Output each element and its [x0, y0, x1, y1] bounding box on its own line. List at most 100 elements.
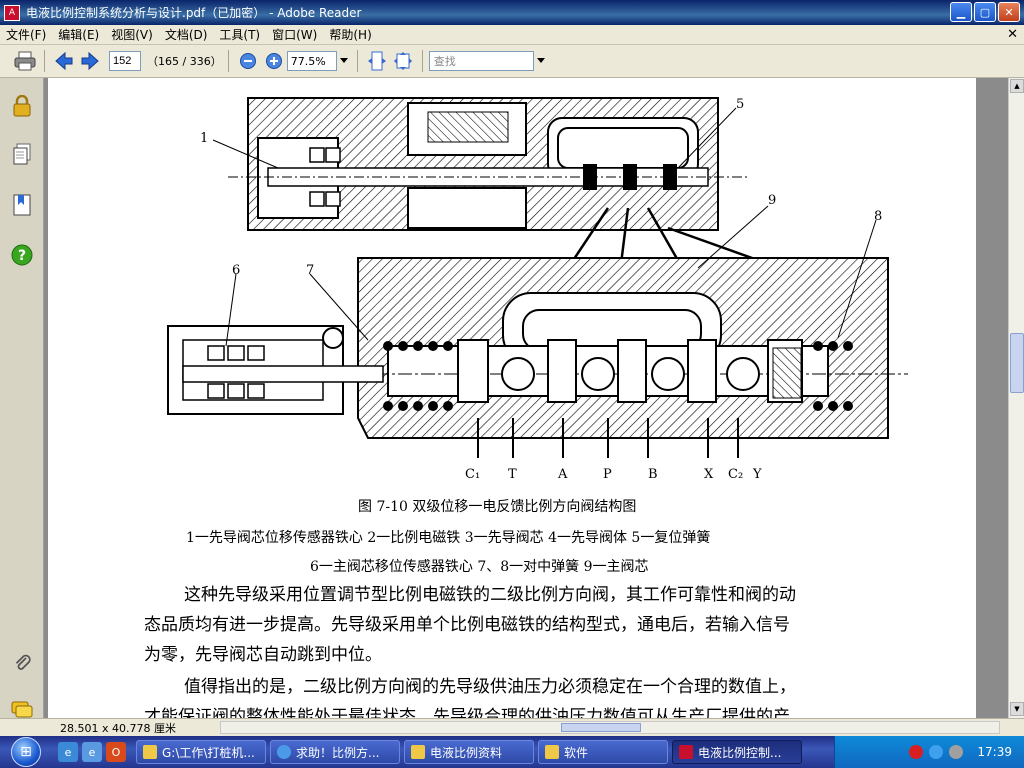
horizontal-scrollbar[interactable]: [220, 721, 1000, 734]
svg-text:?: ?: [18, 248, 26, 264]
bookmarks-panel-icon[interactable]: [10, 193, 34, 217]
task-folder-materials[interactable]: 电液比例资料: [404, 740, 534, 764]
figure-label-5: 5: [736, 97, 744, 112]
next-page-icon[interactable]: [77, 49, 103, 73]
figure-caption-title: 图 7-10 双级位移一电反馈比例方向阀结构图: [358, 499, 637, 515]
menu-view[interactable]: 视图(V): [111, 28, 153, 42]
network-tray-icon[interactable]: [929, 745, 944, 759]
figure-label-8: 8: [874, 209, 882, 224]
search-placeholder: 查找: [433, 55, 456, 68]
close-document-button[interactable]: ✕: [1007, 27, 1018, 42]
menu-file[interactable]: 文件(F): [6, 28, 47, 42]
figure-label-6: 6: [232, 263, 240, 278]
quick-launch: e e O: [58, 742, 126, 762]
zoom-value: 77.5%: [290, 54, 326, 68]
ie-quicklaunch-icon[interactable]: e: [82, 742, 102, 762]
page-number-input[interactable]: [109, 51, 141, 71]
adobe-reader-icon: A: [4, 4, 20, 21]
zoom-select[interactable]: 77.5%: [286, 51, 337, 71]
paragraph-1-line-3: 为零，先导阀芯自动跳到中位。: [144, 645, 382, 665]
opera-quicklaunch-icon[interactable]: O: [106, 742, 126, 762]
antivirus-tray-icon[interactable]: [909, 745, 924, 759]
volume-tray-icon[interactable]: [949, 745, 964, 759]
figure-label-1: 1: [200, 131, 208, 146]
page-size-readout: 28.501 x 40.778 厘米: [60, 721, 176, 735]
paragraph-2-line-2: 才能保证阀的整体性能处于最佳状态。先导级合理的供油压力数值可从生产厂提供的产: [144, 707, 790, 718]
window-title: 电液比例控制系统分析与设计.pdf（已加密） - Adobe Reader: [26, 6, 362, 20]
adobe-reader-icon: [679, 745, 693, 759]
paragraph-2-line-1: 值得指出的是，二级比例方向阀的先导级供油压力必须稳定在一个合理的数值上，: [184, 677, 796, 697]
task-label: G:\工作\打桩机...: [162, 745, 255, 760]
port-label-b: B: [648, 467, 658, 482]
toolbar: （165 / 336） 77.5% 查找: [0, 45, 1024, 78]
previous-page-icon[interactable]: [51, 49, 77, 73]
browser-icon: [277, 745, 291, 759]
task-folder-software[interactable]: 软件: [538, 740, 668, 764]
task-list: G:\工作\打桩机... 求助！比例方... 电液比例资料 软件 电液比例控制.…: [136, 740, 802, 764]
clock: 17:39: [977, 745, 1012, 759]
fit-width-icon[interactable]: [364, 49, 390, 73]
attachments-icon[interactable]: [10, 650, 34, 674]
navigation-pane: ?: [0, 78, 44, 718]
help-icon[interactable]: ?: [10, 243, 34, 267]
folder-icon: [411, 745, 425, 759]
task-browser-help[interactable]: 求助！比例方...: [270, 740, 400, 764]
task-explorer-work[interactable]: G:\工作\打桩机...: [136, 740, 266, 764]
figure-label-7: 7: [306, 263, 314, 278]
comments-icon[interactable]: [10, 698, 34, 722]
zoom-dropdown-icon[interactable]: [337, 49, 351, 73]
fit-page-icon[interactable]: [390, 49, 416, 73]
paragraph-1-line-2: 态品质均有进一步提高。先导级采用单个比例电磁铁的结构型式，通电后，若输入信号: [144, 615, 790, 635]
port-label-c1: C₁: [465, 467, 480, 482]
pages-panel-icon[interactable]: [10, 142, 34, 166]
pdf-page: 1 5 9 8 6 7 C₁ T A P B X C₂ Y 图 7-10 双级位…: [48, 78, 976, 718]
status-bar: 28.501 x 40.778 厘米: [0, 718, 1024, 736]
figure-label-9: 9: [768, 193, 776, 208]
scroll-down-icon[interactable]: ▼: [1010, 702, 1024, 716]
browser-quicklaunch-icon[interactable]: e: [58, 742, 78, 762]
folder-icon: [143, 745, 157, 759]
task-adobe-reader[interactable]: 电液比例控制...: [672, 740, 802, 764]
task-label: 求助！比例方...: [296, 745, 380, 760]
page-count: （165 / 336）: [147, 55, 222, 68]
print-icon[interactable]: [12, 49, 38, 73]
security-lock-icon[interactable]: [10, 94, 34, 118]
menu-document[interactable]: 文档(D): [164, 28, 208, 42]
task-label: 电液比例控制...: [698, 745, 782, 760]
menu-edit[interactable]: 编辑(E): [58, 28, 100, 42]
task-label: 电液比例资料: [430, 745, 503, 760]
system-tray: 17:39: [834, 736, 1024, 768]
scroll-up-icon[interactable]: ▲: [1010, 79, 1024, 93]
menu-tools[interactable]: 工具(T): [219, 28, 261, 42]
taskbar: ⊞ e e O G:\工作\打桩机... 求助！比例方... 电液比例资料 软件…: [0, 736, 1024, 768]
menu-window[interactable]: 窗口(W): [272, 28, 318, 42]
vertical-scrollbar[interactable]: ▲ ▼: [1008, 78, 1024, 718]
figure-caption-line-2: 6一主阀芯移位传感器铁心 7、8一对中弹簧 9一主阀芯: [310, 559, 649, 575]
windows-logo-icon: ⊞: [11, 737, 41, 767]
folder-icon: [545, 745, 559, 759]
port-label-p: P: [603, 467, 612, 482]
minimize-button[interactable]: ▁: [950, 2, 972, 22]
document-viewport[interactable]: 1 5 9 8 6 7 C₁ T A P B X C₂ Y 图 7-10 双级位…: [44, 78, 1008, 718]
zoom-in-icon[interactable]: [261, 49, 287, 73]
port-label-x: X: [704, 467, 714, 482]
port-label-c2: C₂: [728, 467, 743, 482]
menu-help[interactable]: 帮助(H): [329, 28, 372, 42]
title-bar: A 电液比例控制系统分析与设计.pdf（已加密） - Adobe Reader …: [0, 0, 1024, 25]
figure-caption-line-1: 1一先导阀芯位移传感器铁心 2一比例电磁铁 3一先导阀芯 4一先导阀体 5一复位…: [186, 530, 711, 546]
port-label-a: A: [557, 467, 568, 482]
close-button[interactable]: ✕: [998, 2, 1020, 22]
port-label-y: Y: [752, 467, 762, 482]
zoom-out-icon[interactable]: [235, 49, 261, 73]
horizontal-scroll-thumb[interactable]: [561, 723, 641, 732]
search-dropdown-icon[interactable]: [534, 49, 548, 73]
start-button[interactable]: ⊞: [0, 736, 52, 768]
maximize-button[interactable]: ▢: [974, 2, 996, 22]
menu-bar: 文件(F) 编辑(E) 视图(V) 文档(D) 工具(T) 窗口(W) 帮助(H…: [0, 25, 1024, 45]
port-label-t: T: [508, 467, 517, 482]
vertical-scroll-thumb[interactable]: [1010, 333, 1024, 393]
search-input[interactable]: 查找: [428, 51, 534, 71]
task-label: 软件: [564, 745, 589, 760]
paragraph-1-line-1: 这种先导级采用位置调节型比例电磁铁的二级比例方向阀，其工作可靠性和阀的动: [184, 585, 796, 605]
valve-cross-section-figure: 1 5 9 8 6 7 C₁ T A P B X C₂ Y: [167, 97, 908, 482]
